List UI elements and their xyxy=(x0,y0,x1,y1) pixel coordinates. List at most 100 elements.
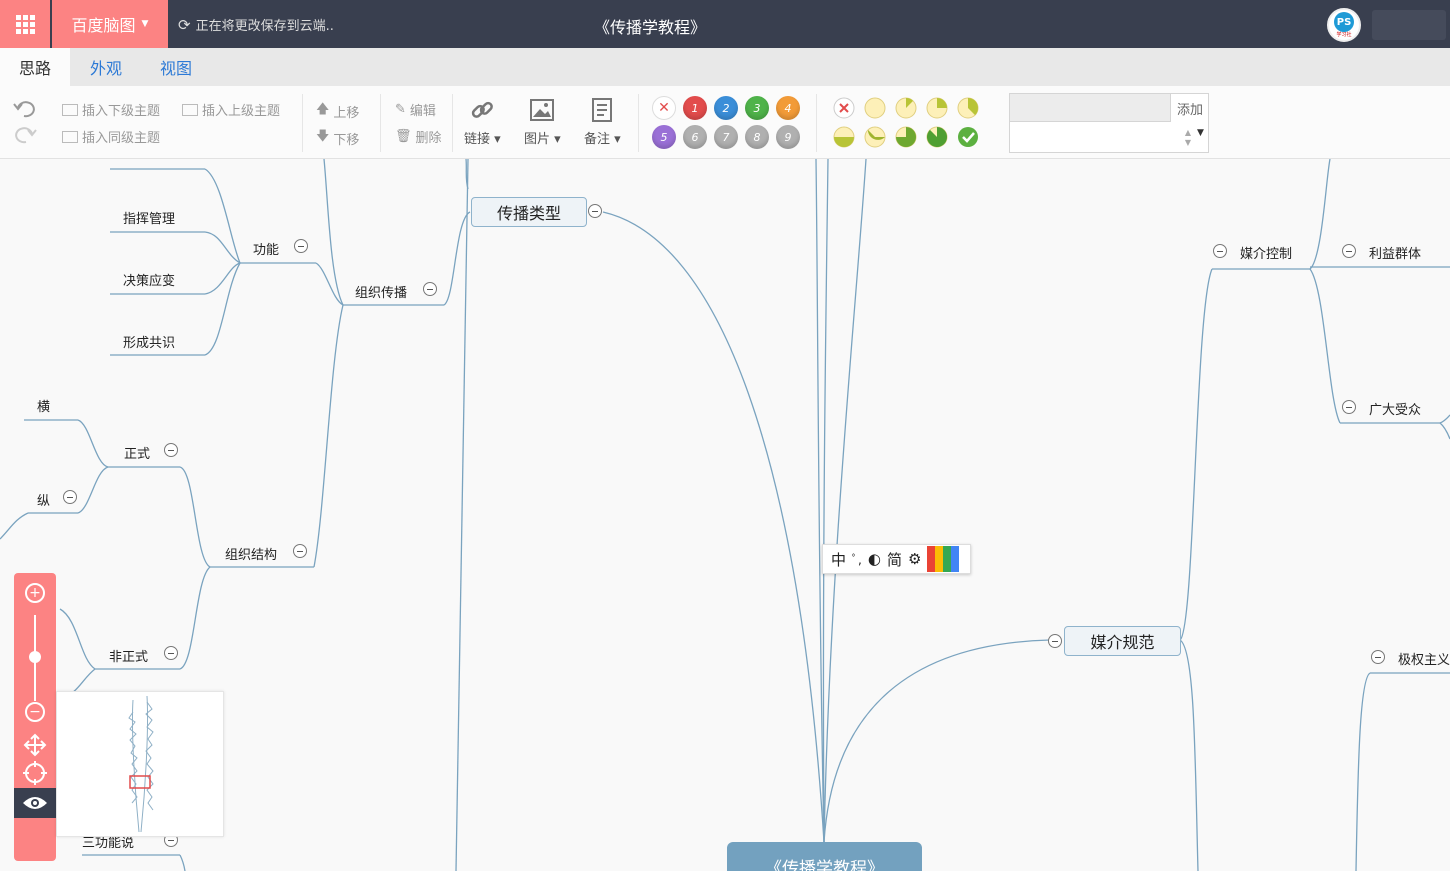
zoom-slider-handle[interactable] xyxy=(29,651,41,663)
image-button[interactable]: 图片 ▾ xyxy=(524,96,561,147)
undo-icon[interactable] xyxy=(12,98,38,118)
node-meijieguifan[interactable]: 媒介规范 xyxy=(1064,626,1181,656)
toolbar: 插入下级主题 插入上级主题 插入同级主题 🡅 上移 🡇 下移 ✎ 编辑 🗑 删除… xyxy=(0,86,1450,159)
remove-priority-button[interactable]: ✕ xyxy=(652,96,676,120)
zoom-in-icon[interactable]: + xyxy=(25,583,45,603)
resource-editor: 添加 ▲▼ ▼ xyxy=(1009,93,1209,153)
node-meijiekongzhi[interactable]: 媒介控制 xyxy=(1240,247,1293,262)
priority-1-button[interactable]: 1 xyxy=(683,96,707,120)
insert-child-button[interactable]: 插入下级主题 xyxy=(62,100,160,119)
node-heng[interactable]: 横 xyxy=(37,400,51,415)
edit-button[interactable]: ✎ 编辑 xyxy=(395,100,436,119)
grid-icon xyxy=(15,14,35,34)
navigator-viewport[interactable] xyxy=(129,775,151,789)
node-feizhengshi[interactable]: 非正式 xyxy=(109,650,149,665)
priority-5-button[interactable]: 5 xyxy=(652,125,676,149)
priority-2-button[interactable]: 2 xyxy=(714,96,738,120)
trash-icon: 🗑 xyxy=(395,129,412,144)
priority-3-button[interactable]: 3 xyxy=(745,96,769,120)
priority-9-button[interactable]: 9 xyxy=(776,125,800,149)
node-zuzhijiegou[interactable]: 组织结构 xyxy=(225,548,278,563)
collapse-toggle[interactable] xyxy=(1342,400,1356,414)
ime-skin-icon[interactable] xyxy=(927,546,960,572)
divider xyxy=(638,94,639,152)
resource-tag-input[interactable] xyxy=(1010,94,1170,122)
navigator-toggle-button[interactable] xyxy=(14,788,56,818)
collapse-toggle[interactable] xyxy=(1342,244,1356,258)
priority-4-button[interactable]: 4 xyxy=(776,96,800,120)
note-button[interactable]: 备注 ▾ xyxy=(584,96,621,147)
redo-icon[interactable] xyxy=(12,124,38,144)
node-root[interactable]: 《传播学教程》 xyxy=(727,842,922,871)
collapse-toggle[interactable] xyxy=(1213,244,1227,258)
avatar-logo: PS xyxy=(1334,12,1354,32)
priority-6-button[interactable]: 6 xyxy=(683,125,707,149)
node-zong[interactable]: 纵 xyxy=(37,494,51,509)
add-resource-button[interactable]: 添加 xyxy=(1170,94,1209,122)
priority-8-button[interactable]: 8 xyxy=(745,125,769,149)
link-button[interactable]: 链接 ▾ xyxy=(464,96,501,147)
move-icon[interactable] xyxy=(23,733,47,757)
ime-simplified[interactable]: 简 xyxy=(886,550,902,569)
insert-parent-button[interactable]: 插入上级主题 xyxy=(182,100,280,119)
node-liyiqunti[interactable]: 利益群体 xyxy=(1369,247,1422,262)
note-icon xyxy=(592,98,613,122)
resource-spinner[interactable]: ▲▼ xyxy=(1184,128,1192,147)
username-redacted[interactable] xyxy=(1372,10,1446,40)
collapse-toggle[interactable] xyxy=(423,282,437,296)
collapse-toggle[interactable] xyxy=(164,443,178,457)
insert-parent-label: 插入上级主题 xyxy=(202,104,281,119)
insert-sibling-button[interactable]: 插入同级主题 xyxy=(62,127,160,146)
priority-7-button[interactable]: 7 xyxy=(714,125,738,149)
arrow-up-icon: 🡅 xyxy=(316,102,330,117)
brand-menu-button[interactable]: 百度脑图 ▼ xyxy=(52,0,168,48)
locate-icon[interactable] xyxy=(23,761,47,785)
node-zuzhichuanbo[interactable]: 组织传播 xyxy=(355,286,408,301)
save-status-text: 正在将更改保存到云端.. xyxy=(195,19,334,34)
node-guangdashouzhong[interactable]: 广大受众 xyxy=(1369,403,1422,418)
collapse-toggle[interactable] xyxy=(294,239,308,253)
progress-7-icon xyxy=(926,126,948,148)
collapse-toggle[interactable] xyxy=(293,544,307,558)
collapse-toggle[interactable] xyxy=(63,490,77,504)
collapse-toggle[interactable] xyxy=(164,646,178,660)
node-gongshi[interactable]: 形成共识 xyxy=(123,336,176,351)
resource-dropdown-icon[interactable]: ▼ xyxy=(1197,128,1204,138)
caret-down-icon: ▼ xyxy=(141,19,149,29)
collapse-toggle[interactable] xyxy=(1048,634,1062,648)
mindmap-navigator[interactable] xyxy=(56,691,224,837)
ime-toolbar[interactable]: 中 ﾟ, ◐ 简 ⚙ xyxy=(822,544,971,574)
node-chuanboleixing[interactable]: 传播类型 xyxy=(471,197,587,227)
delete-button[interactable]: 🗑 删除 xyxy=(395,127,442,146)
link-icon xyxy=(472,101,494,118)
node-jiquanzhuyi[interactable]: 极权主义 xyxy=(1398,653,1450,668)
node-sangongneng[interactable]: 三功能说 xyxy=(82,836,135,851)
moon-icon[interactable]: ◐ xyxy=(867,550,881,568)
collapse-toggle[interactable] xyxy=(1371,650,1385,664)
progress-1-icon xyxy=(895,97,917,119)
zoom-out-icon[interactable]: − xyxy=(25,702,45,722)
progress-picker[interactable] xyxy=(832,96,992,152)
ime-punctuation[interactable]: ﾟ, xyxy=(852,552,862,567)
user-avatar[interactable]: PS 学习社 xyxy=(1327,8,1361,42)
navigator-preview xyxy=(128,695,154,833)
apps-button[interactable] xyxy=(0,0,50,48)
node-juece[interactable]: 决策应变 xyxy=(123,274,176,289)
tab-idea[interactable]: 思路 xyxy=(0,48,70,86)
progress-done-icon xyxy=(958,127,978,147)
node-zhengshi[interactable]: 正式 xyxy=(124,447,151,462)
move-down-button[interactable]: 🡇 下移 xyxy=(316,127,359,149)
document-title[interactable]: 《传播学教程》 xyxy=(593,18,706,37)
tab-view[interactable]: 视图 xyxy=(159,59,192,78)
move-up-button[interactable]: 🡅 上移 xyxy=(316,100,359,122)
tab-appearance[interactable]: 外观 xyxy=(89,59,122,78)
ime-mode[interactable]: 中 xyxy=(831,550,847,569)
mindmap-canvas[interactable]: 指挥管理 决策应变 形成共识 功能 组织传播 传播类型 横 正式 纵 组织结构 … xyxy=(0,159,1450,871)
divider xyxy=(816,94,817,152)
gear-icon[interactable]: ⚙ xyxy=(907,550,922,568)
node-zhihui[interactable]: 指挥管理 xyxy=(123,212,176,227)
collapse-toggle[interactable] xyxy=(588,204,602,218)
link-label: 链接 xyxy=(464,132,491,147)
divider xyxy=(302,94,303,152)
node-gongneng[interactable]: 功能 xyxy=(253,243,280,258)
